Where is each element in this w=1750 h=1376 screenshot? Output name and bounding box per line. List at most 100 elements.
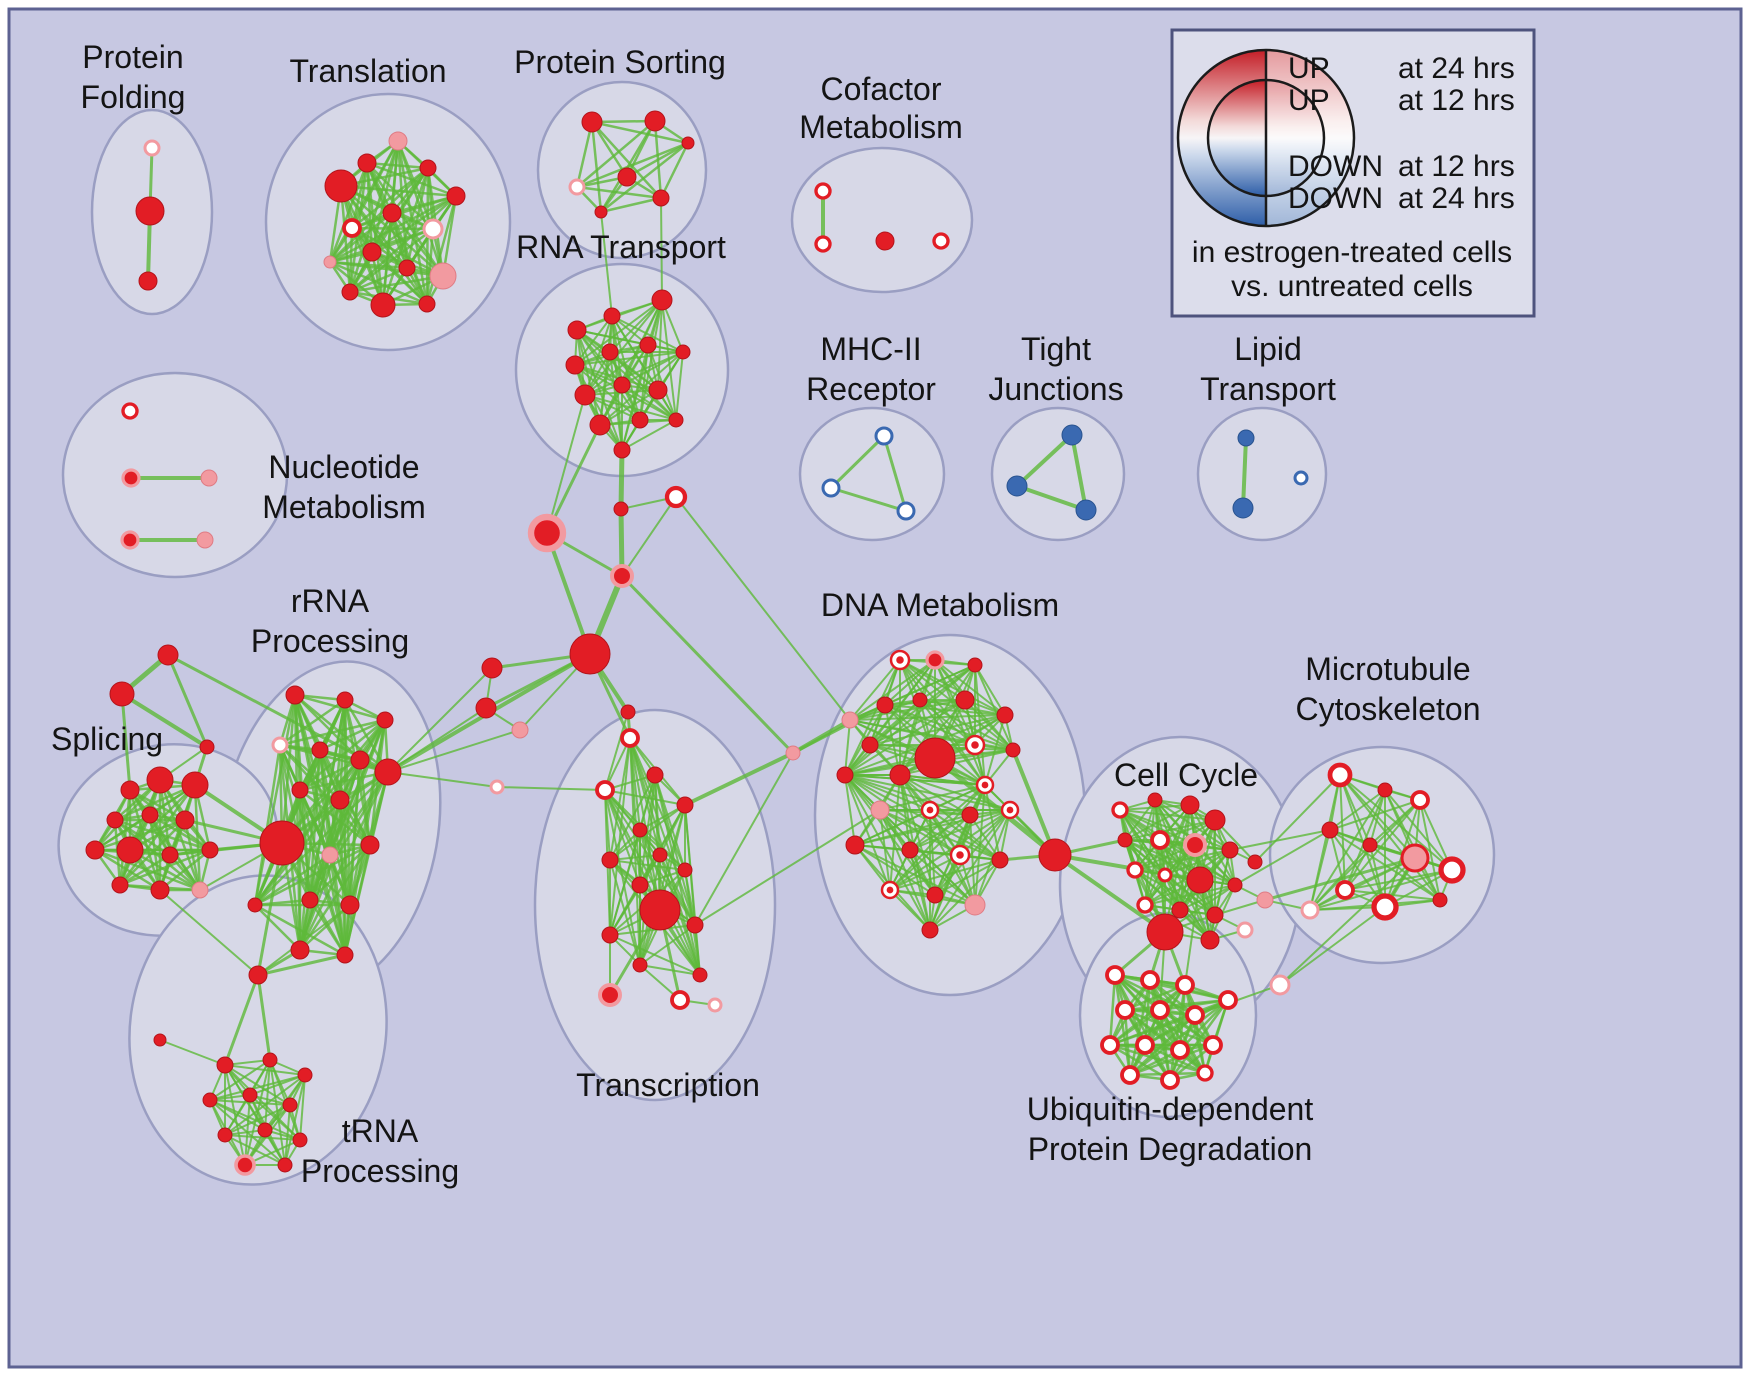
network-edge	[884, 704, 976, 746]
network-edge	[328, 166, 430, 264]
gene-node-136	[912, 692, 928, 708]
network-edge	[158, 848, 212, 892]
network-edge	[350, 226, 445, 278]
network-edge	[575, 141, 690, 189]
legend-down-24-level: DOWN	[1288, 182, 1383, 215]
network-edge	[1011, 748, 1057, 857]
gene-node-74	[311, 741, 329, 759]
network-edge	[654, 774, 701, 976]
network-edge	[575, 185, 663, 200]
network-edge	[1108, 1008, 1162, 1047]
cluster-label-trna-processing: Processing	[301, 1153, 459, 1189]
gene-node-29	[567, 320, 587, 340]
gene-node-97	[111, 876, 129, 894]
network-edge	[284, 1104, 291, 1166]
gene-node-91	[141, 806, 159, 824]
network-edge	[929, 809, 1011, 931]
network-edge	[546, 394, 586, 534]
gene-node-21	[568, 178, 586, 196]
gene-node-81	[301, 891, 319, 909]
network-edge	[934, 859, 1001, 896]
gene-node-45	[527, 513, 567, 553]
network-edge	[609, 351, 659, 391]
network-edge	[884, 659, 936, 706]
network-edge	[128, 788, 187, 822]
gene-node-102	[216, 1056, 234, 1074]
gene-node-83	[247, 897, 263, 913]
gene-node-82	[340, 895, 360, 915]
gene-node-9	[382, 203, 402, 223]
gene-node-84	[290, 940, 310, 960]
gene-node-197	[1100, 1035, 1120, 1055]
cluster-label-lipid-transport: Lipid	[1234, 331, 1302, 367]
network-edge	[620, 574, 795, 755]
gene-node-175	[1200, 930, 1220, 950]
gene-node-168	[1157, 867, 1173, 883]
gene-node-127	[598, 983, 622, 1007]
network-edge	[660, 197, 663, 301]
network-edge	[209, 1059, 271, 1101]
network-edge	[1124, 804, 1191, 841]
gene-node-119	[652, 847, 668, 863]
node-layer	[85, 110, 1466, 1176]
network-edge	[348, 274, 445, 294]
network-edge	[120, 692, 132, 792]
gene-node-138	[996, 706, 1014, 724]
network-edge	[365, 161, 430, 170]
network-edge	[278, 698, 347, 747]
gene-node-186	[1335, 880, 1355, 900]
gene-node-195	[1185, 1005, 1205, 1025]
gene-node-159	[1111, 801, 1129, 819]
gene-node-15	[370, 292, 396, 318]
gene-node-145-dot	[981, 781, 989, 789]
network-edge	[675, 496, 851, 721]
network-edge	[590, 120, 629, 179]
network-edge	[590, 120, 603, 214]
gene-node-108	[217, 1127, 233, 1143]
network-edge	[1419, 799, 1441, 901]
cluster-label-protein-folding: Protein	[82, 39, 183, 75]
cluster-label-ubiquitin-degradation: Ubiquitin-dependent	[1027, 1091, 1314, 1127]
network-edge	[253, 743, 282, 907]
cluster-label-mhc-ii-receptor: Receptor	[806, 371, 936, 407]
network-edge	[1189, 804, 1236, 886]
gene-node-178	[1256, 891, 1274, 909]
network-edge	[1309, 857, 1416, 911]
legend-up-12-level: UP	[1288, 84, 1330, 117]
gene-node-57	[196, 531, 214, 549]
gene-node-39	[589, 414, 611, 436]
gene-node-19	[644, 110, 666, 132]
inner-disc-pale-half	[1266, 80, 1324, 196]
gene-node-146	[870, 800, 890, 820]
network-edge	[1015, 433, 1074, 488]
network-edge	[844, 774, 971, 816]
network-edge	[1144, 884, 1236, 906]
network-edge	[223, 973, 260, 1067]
gene-node-65	[1232, 497, 1254, 519]
gene-node-107	[282, 1097, 298, 1113]
network-edge	[899, 774, 1001, 861]
gene-node-71	[336, 691, 354, 709]
network-edge	[574, 299, 663, 366]
gene-node-94	[116, 836, 144, 864]
gene-node-18	[581, 111, 603, 133]
gene-node-60	[896, 501, 916, 521]
network-edge	[1158, 1008, 1215, 1047]
network-edge	[639, 344, 649, 421]
gene-node-78	[259, 820, 305, 866]
network-edge	[1128, 998, 1230, 1077]
network-edge	[278, 718, 387, 747]
cluster-label-protein-folding: Folding	[81, 79, 186, 115]
network-edge	[328, 260, 445, 278]
gene-node-184	[1400, 843, 1430, 873]
cluster-ellipse-mhc-ii-receptor	[798, 406, 946, 542]
network-edge	[224, 1104, 291, 1136]
gene-node-125	[632, 957, 648, 973]
network-edge	[621, 419, 677, 451]
network-edge	[609, 299, 663, 353]
network-edge	[575, 120, 594, 189]
network-edge	[365, 161, 385, 307]
network-edge	[574, 364, 623, 451]
network-edge	[1309, 789, 1386, 911]
gene-node-2	[138, 271, 158, 291]
